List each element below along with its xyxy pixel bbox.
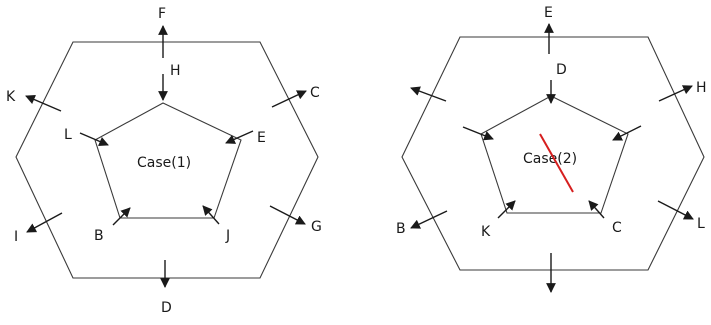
case1-arrow-i [26,212,63,233]
case2-red-slash [539,133,574,193]
case2-arrow-c [588,200,605,219]
case1-diagram: F H K C L E I G B J D Case(1) [6,6,322,316]
case1-label-d: D [161,300,172,316]
case2-label-c: C [612,220,622,236]
case1-arrow-b [112,207,131,226]
case2-label-b: B [396,221,406,237]
case2-arrow-h [658,85,693,102]
case2-arrow-k [497,200,516,219]
case2-outer-hexagon [401,36,705,271]
case1-label-i: I [14,229,18,245]
case1-label-c: C [310,85,320,101]
case1-label-l: L [64,127,72,143]
case1-arrow-e [225,130,254,144]
case2-inner-pentagon [480,95,629,214]
case1-arrow-g [269,205,306,225]
case1-label-f: F [158,6,166,22]
case2-label-k: K [481,224,491,240]
case1-arrow-j [202,205,220,225]
case2-arrow-b [410,210,448,229]
case1-label-h: H [170,63,181,79]
case2-arrow-left-in [462,126,494,141]
case2-diagram: E D H B L K C Case(2) [396,5,707,293]
case1-center-label: Case(1) [137,155,191,171]
case2-center-label: Case(2) [523,151,577,167]
case1-arrow-l [79,132,109,147]
case1-label-b: B [94,228,104,244]
case1-label-g: G [311,219,322,235]
case2-arrow-upper-left [410,86,447,102]
case2-arrow-l [657,200,694,220]
case1-outer-hexagon [15,41,319,279]
case1-label-k: K [6,89,16,105]
case1-arrow-k [25,94,62,112]
case1-inner-pentagon [94,102,242,219]
case2-arrow-right-in [612,125,642,141]
case1-label-e: E [257,130,266,146]
case2-label-d: D [556,62,567,78]
case2-label-h: H [696,80,707,96]
case2-label-l: L [697,216,705,232]
case1-arrow-c [271,90,307,108]
case1-label-j: J [225,228,230,244]
case2-label-e: E [544,5,553,21]
